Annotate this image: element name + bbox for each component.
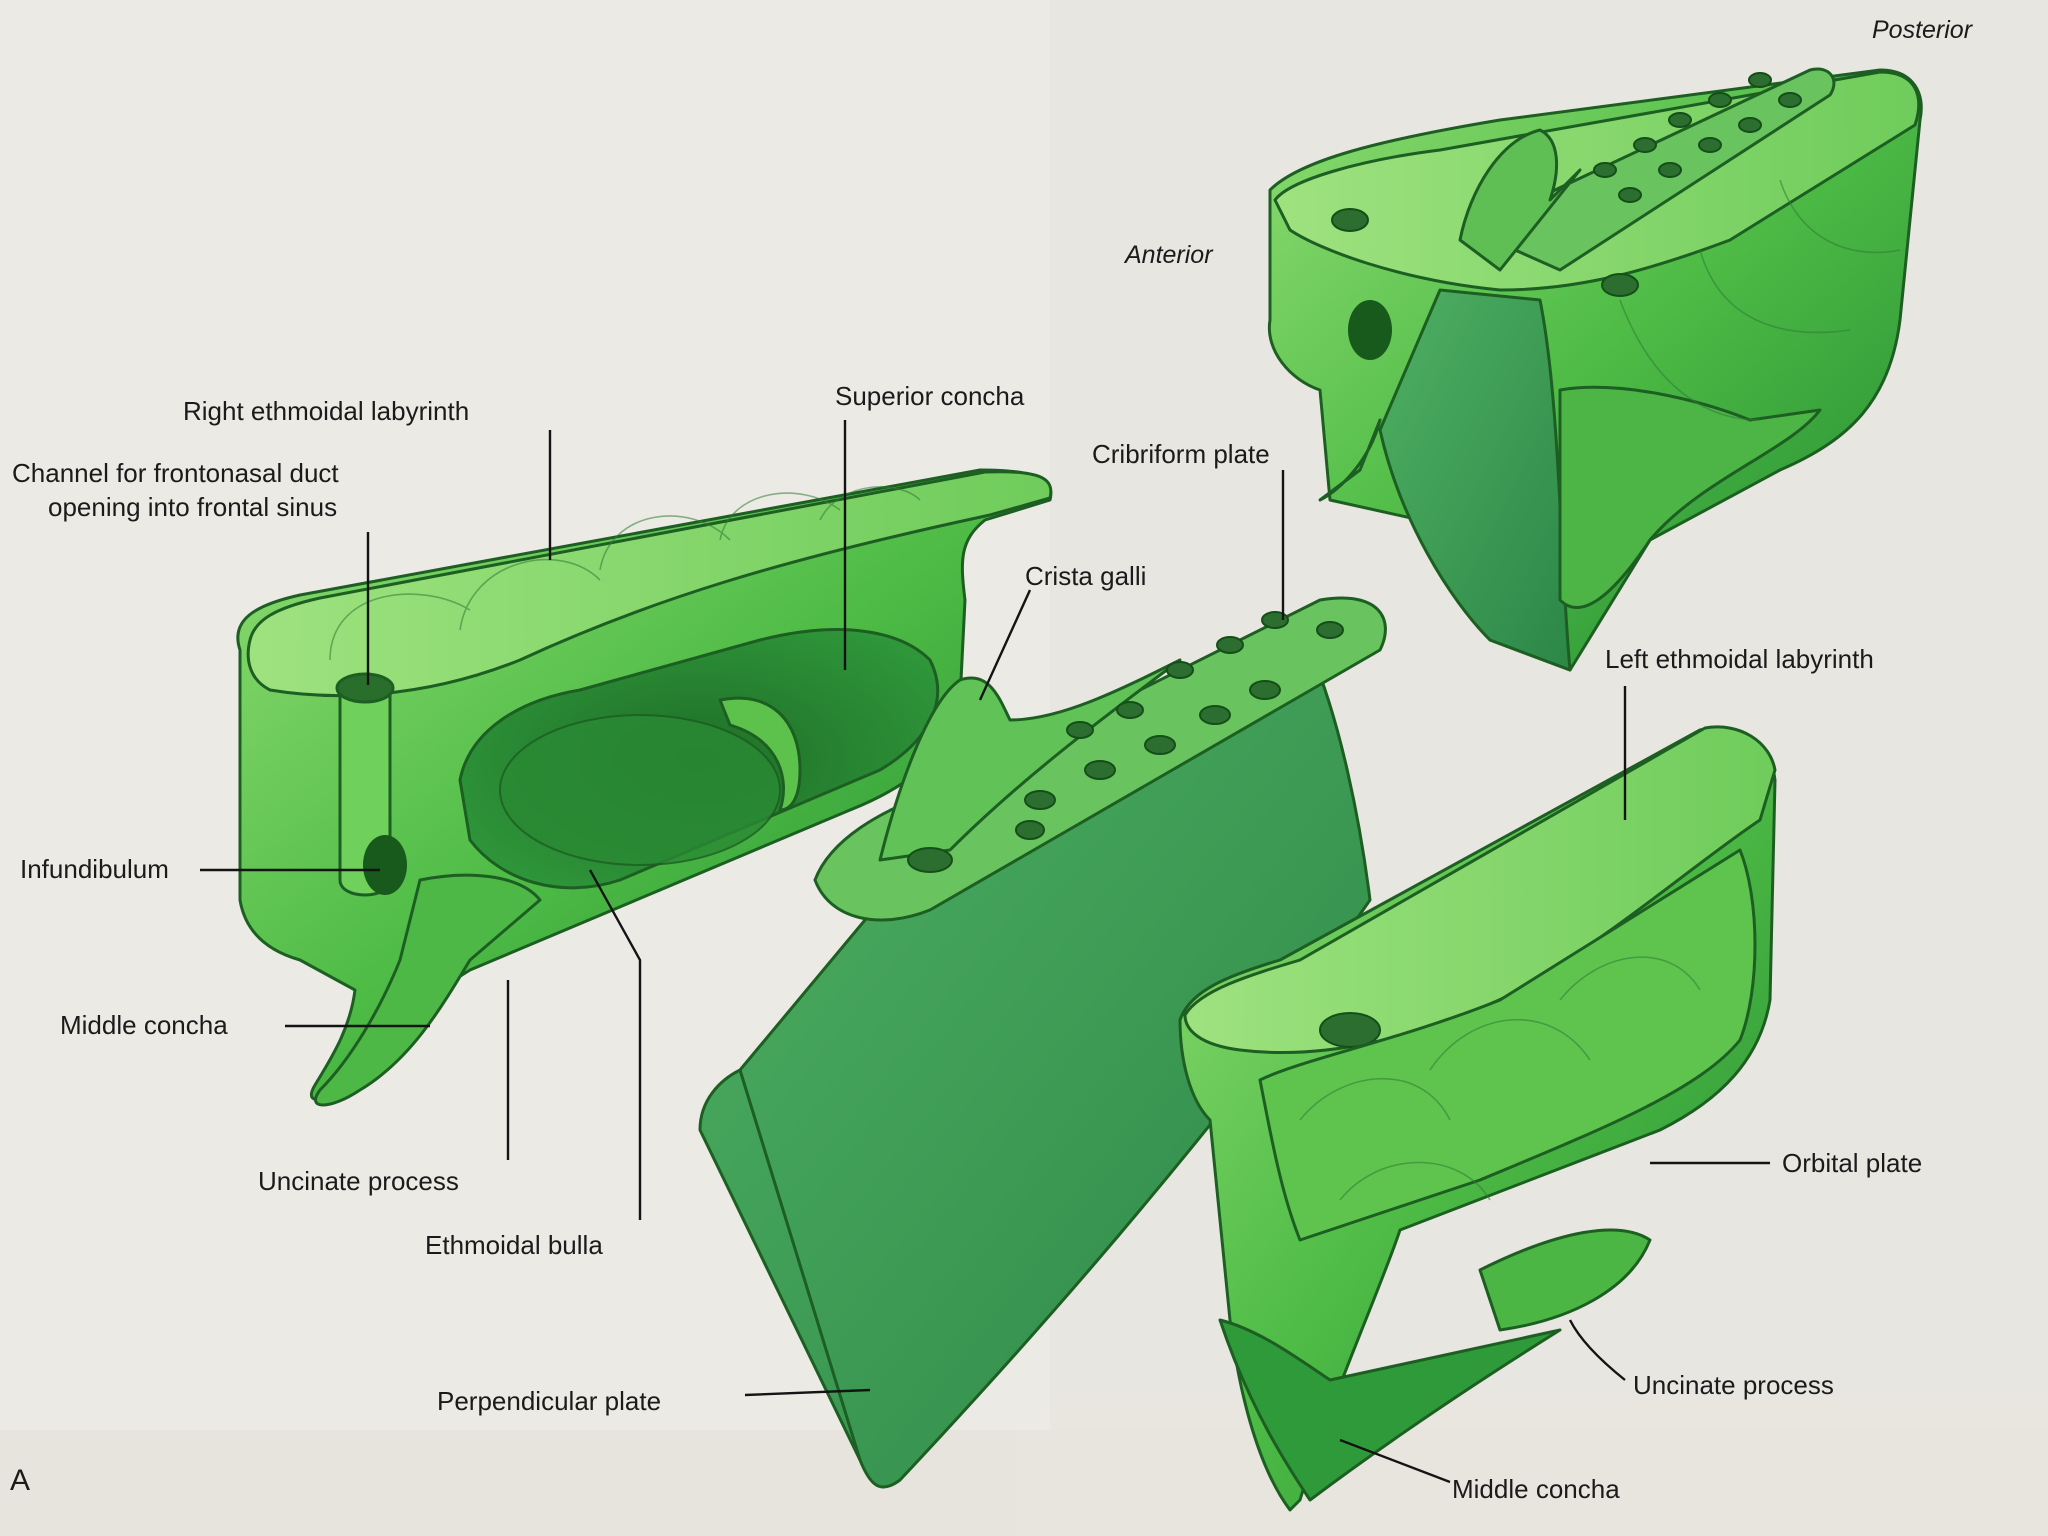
- label-orbital-plate: Orbital plate: [1782, 1148, 1922, 1178]
- central-plate-drawing: [698, 596, 1387, 1489]
- leader-crista-galli: [978, 589, 1032, 701]
- leader-perpendicular-plate: [744, 1388, 871, 1397]
- leader-uncinate-right: [1568, 1319, 1626, 1381]
- figure-letter: A: [10, 1464, 30, 1497]
- label-middle-concha-right: Middle concha: [1452, 1474, 1620, 1504]
- cribriform-foramina: [907, 611, 1344, 873]
- label-uncinate-process-left: Uncinate process: [258, 1166, 459, 1196]
- label-infundibulum: Infundibulum: [20, 854, 169, 884]
- leader-lines: [200, 420, 1770, 1484]
- assembled-foramina: [1331, 72, 1802, 297]
- labels: Posterior Anterior Right ethmoidal labyr…: [10, 16, 1974, 1504]
- leader-middle-concha-right: [1339, 1438, 1451, 1484]
- label-middle-concha-left: Middle concha: [60, 1010, 228, 1040]
- left-ethmoidal-labyrinth-drawing: [1178, 725, 1777, 1512]
- label-ethmoidal-bulla: Ethmoidal bulla: [425, 1230, 603, 1260]
- label-crista-galli: Crista galli: [1025, 561, 1146, 591]
- right-ethmoidal-labyrinth-drawing: [236, 468, 1053, 1107]
- label-channel-line1: Channel for frontonasal duct: [12, 458, 339, 488]
- label-left-ethmoidal-labyrinth: Left ethmoidal labyrinth: [1605, 644, 1874, 674]
- posterior-label: Posterior: [1872, 16, 1974, 44]
- label-cribriform-plate: Cribriform plate: [1092, 439, 1270, 469]
- label-uncinate-process-right: Uncinate process: [1633, 1370, 1834, 1400]
- anterior-label: Anterior: [1123, 241, 1214, 269]
- label-superior-concha: Superior concha: [835, 381, 1025, 411]
- label-right-ethmoidal-labyrinth: Right ethmoidal labyrinth: [183, 396, 469, 426]
- leader-ethmoidal-bulla: [588, 869, 642, 1220]
- assembled-ethmoid-drawing: [1267, 67, 1923, 672]
- label-perpendicular-plate: Perpendicular plate: [437, 1386, 661, 1416]
- label-channel-line2: opening into frontal sinus: [48, 492, 337, 522]
